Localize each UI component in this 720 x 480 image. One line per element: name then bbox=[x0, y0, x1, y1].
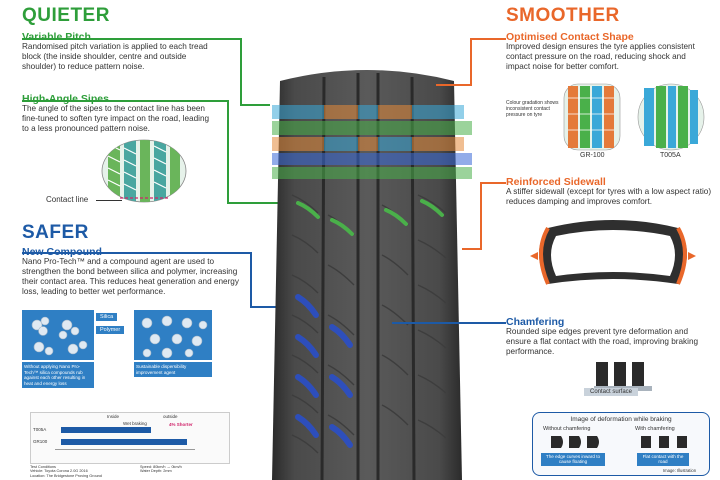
variable-pitch-connector-end bbox=[240, 104, 270, 106]
new-compound-connector-v bbox=[250, 252, 252, 306]
deformation-panel: Image of deformation while braking Witho… bbox=[532, 412, 710, 476]
without-chamfering-caption: The edge curves inward to cause floating bbox=[541, 453, 605, 466]
chart-row-label-t005a: T005A bbox=[33, 427, 47, 432]
chart-outside-label: outside bbox=[163, 414, 178, 419]
new-compound-text: Nano Pro-Tech™ and a compound agent are … bbox=[22, 257, 239, 296]
smoother-heading: SMOOTHER bbox=[506, 5, 620, 26]
compound-without-box bbox=[22, 310, 94, 360]
chart-footer-left: Test Conditions Vehicle: Toyota Corona 2… bbox=[30, 465, 102, 478]
optimised-contact-connector-v bbox=[470, 38, 472, 84]
gr100-label: GR-100 bbox=[580, 152, 605, 159]
wet-braking-chart: Inside outside Wet braking T005A GR100 4… bbox=[30, 412, 230, 464]
reinforced-sidewall-title: Reinforced Sidewall bbox=[506, 176, 606, 188]
high-angle-connector-end bbox=[227, 202, 322, 204]
variable-pitch-text: Randomised pitch variation is applied to… bbox=[22, 42, 208, 71]
chart-bar-gr100 bbox=[61, 439, 187, 445]
illustration-note: Image: Illustration bbox=[663, 468, 697, 473]
chart-inside-label: Inside bbox=[107, 414, 120, 419]
sidewall-connector-v bbox=[480, 182, 482, 248]
dispersed-silica-illustration bbox=[141, 315, 208, 359]
silica-cluster-illustration bbox=[31, 316, 88, 356]
t005a-label: T005A bbox=[660, 152, 681, 159]
silica-label: Silica bbox=[96, 313, 118, 321]
chart-wet-braking-label: Wet braking bbox=[123, 421, 147, 426]
new-compound-connector-h bbox=[22, 252, 250, 254]
with-chamfering-label: With chamfering bbox=[635, 426, 675, 432]
tyre-tread-illustration bbox=[272, 70, 472, 480]
compound-right-caption: Sustainable dispersibility improvement a… bbox=[134, 362, 212, 378]
gr100-footprint bbox=[563, 83, 621, 151]
chart-shorter-label: 4% Shorter bbox=[169, 422, 193, 427]
without-chamfering-illustration bbox=[551, 436, 599, 448]
without-chamfering-label: Without chamfering bbox=[543, 426, 591, 432]
variable-pitch-title: Variable Pitch bbox=[22, 31, 91, 43]
sipe-footprint-illustration bbox=[101, 139, 187, 203]
reinforced-sidewall-text: A stiffer sidewall (except for tyres wit… bbox=[506, 187, 712, 206]
high-angle-connector-v bbox=[227, 100, 229, 202]
chamfering-title: Chamfering bbox=[506, 316, 565, 328]
optimised-contact-title: Optimised Contact Shape bbox=[506, 31, 634, 43]
contact-line-pointer bbox=[96, 200, 122, 201]
chamfering-connector bbox=[392, 322, 506, 324]
high-angle-connector-h bbox=[22, 100, 227, 102]
quieter-heading: QUIETER bbox=[22, 5, 110, 26]
compound-with-box bbox=[134, 310, 212, 360]
compound-left-caption: Without applying Nano Pro-Tech™ silica c… bbox=[22, 362, 94, 389]
chamfering-text: Rounded sipe edges prevent tyre deformat… bbox=[506, 327, 699, 356]
polymer-label: Polymer bbox=[96, 326, 125, 334]
chart-row-label-gr100: GR100 bbox=[33, 439, 48, 444]
optimised-contact-connector-end bbox=[436, 84, 472, 86]
t005a-footprint bbox=[637, 83, 705, 151]
chart-bar-t005a bbox=[61, 427, 151, 433]
safer-heading: SAFER bbox=[22, 222, 89, 243]
sidewall-cross-section bbox=[530, 220, 696, 285]
optimised-contact-connector-h bbox=[470, 38, 506, 40]
contact-surface-label: Contact surface bbox=[584, 388, 639, 396]
optimised-contact-text: Improved design ensures the tyre applies… bbox=[506, 42, 695, 71]
with-chamfering-caption: Flat contact with the road bbox=[637, 453, 689, 466]
variable-pitch-connector-h bbox=[22, 38, 240, 40]
chart-footer-right: Speed: 80km/h → 0km/h Water Depth: 2mm bbox=[140, 465, 182, 474]
variable-pitch-connector-v bbox=[240, 38, 242, 104]
with-chamfering-illustration bbox=[641, 436, 687, 448]
colour-gradation-note: Colour gradation shows inconsistent cont… bbox=[506, 100, 559, 118]
contact-line-label: Contact line bbox=[46, 195, 89, 204]
chart-axis bbox=[55, 449, 195, 450]
deformation-title: Image of deformation while braking bbox=[570, 416, 672, 423]
high-angle-sipes-text: The angle of the sipes to the contact li… bbox=[22, 104, 210, 133]
high-angle-sipes-title: High-Angle Sipes bbox=[22, 93, 109, 105]
sidewall-connector-end bbox=[462, 248, 482, 250]
sidewall-connector-h bbox=[480, 182, 506, 184]
